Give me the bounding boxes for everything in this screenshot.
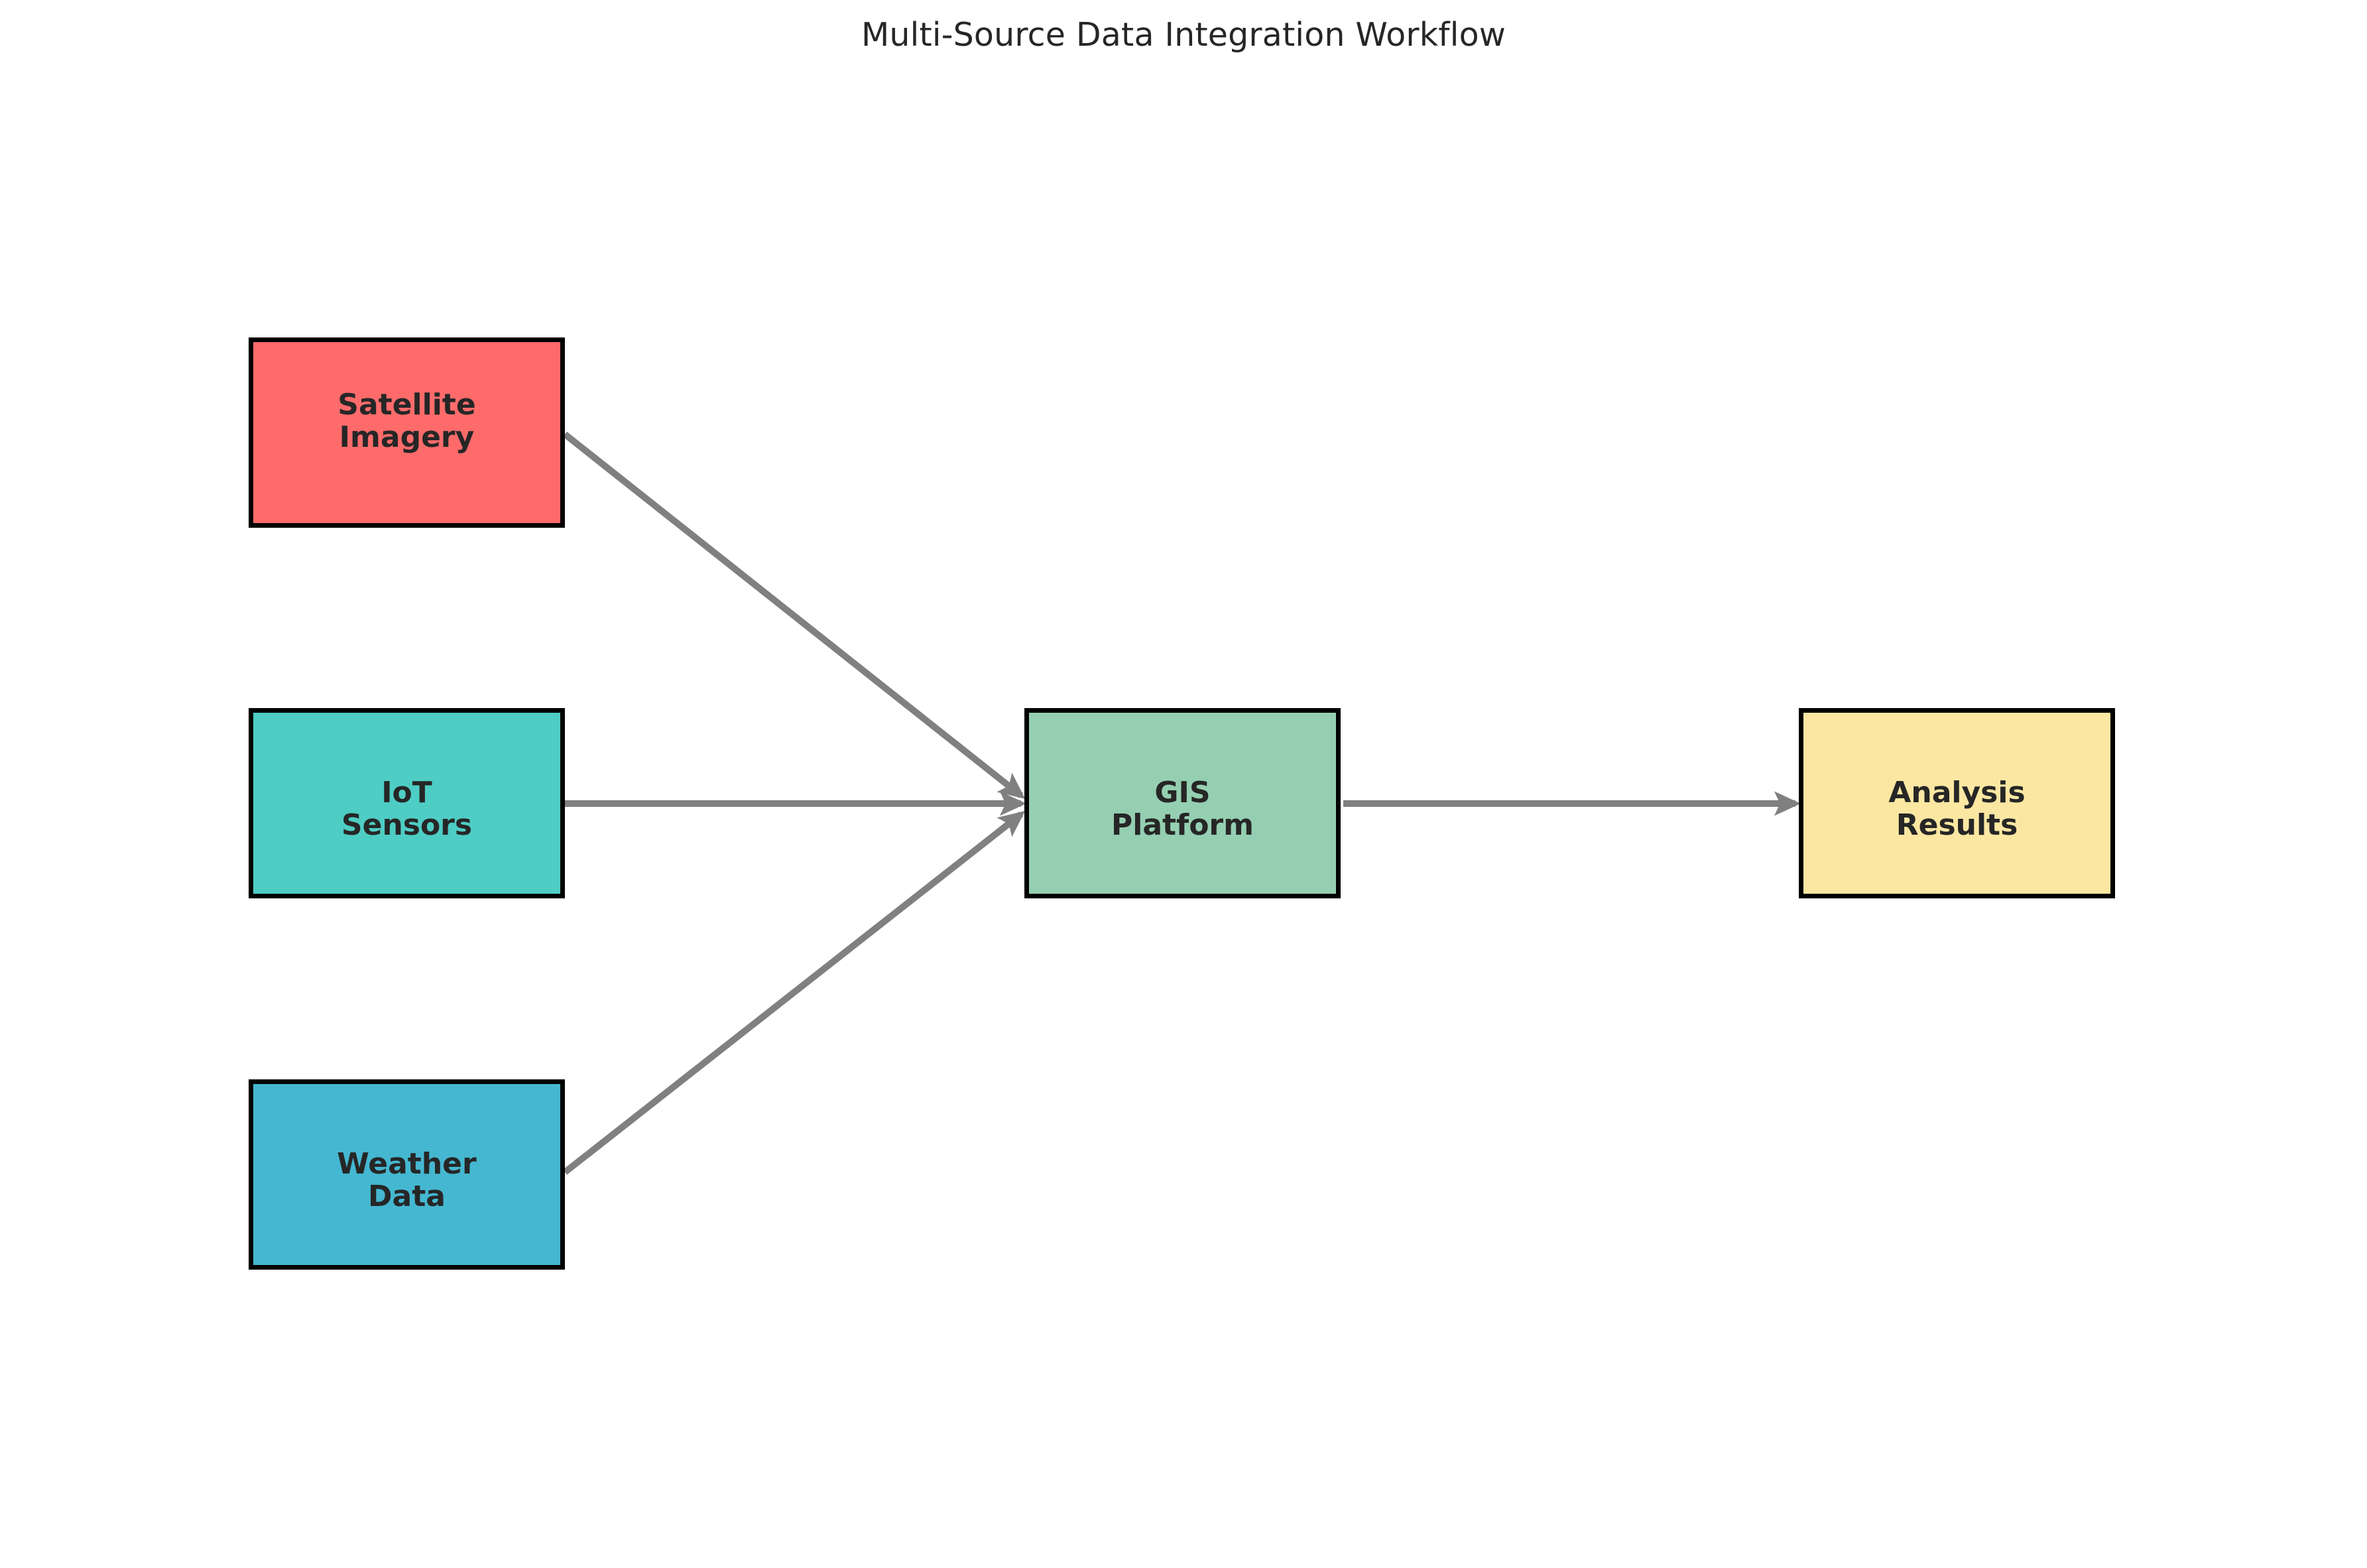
diagram-title: Multi-Source Data Integration Workflow <box>861 16 1506 54</box>
node-analysis-results[interactable]: Analysis Results <box>1799 708 2115 898</box>
node-iot-sensors[interactable]: IoT Sensors <box>249 708 565 898</box>
node-iot-sensors-label: IoT Sensors <box>341 776 473 843</box>
edge-satellite-to-gis <box>562 432 1026 799</box>
node-satellite-imagery-label: Satellite Imagery <box>337 388 476 455</box>
node-satellite-imagery[interactable]: Satellite Imagery <box>249 337 565 528</box>
node-analysis-results-label: Analysis Results <box>1888 776 2026 843</box>
node-gis-platform-label: GIS Platform <box>1111 776 1254 843</box>
edge-weather-to-gis <box>562 811 1026 1175</box>
node-gis-platform[interactable]: GIS Platform <box>1024 708 1341 898</box>
node-weather-data-label: Weather Data <box>337 1147 477 1214</box>
node-weather-data[interactable]: Weather Data <box>249 1079 565 1270</box>
